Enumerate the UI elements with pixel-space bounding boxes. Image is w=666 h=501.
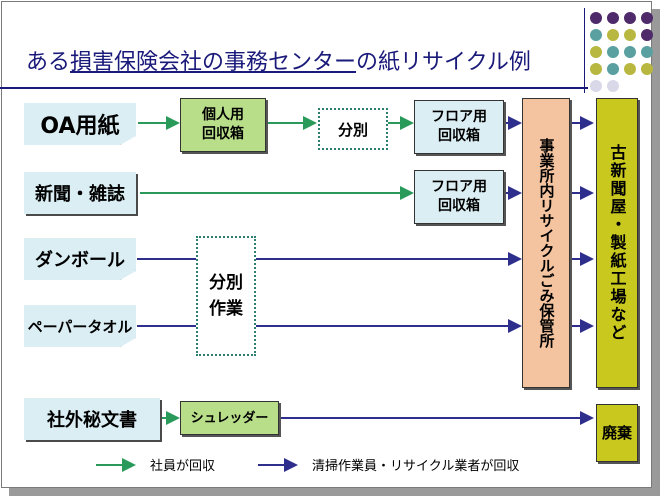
- decor-dot: [590, 29, 602, 41]
- source-cardboard: ダンボール: [24, 238, 136, 280]
- title-underlined: 損害保険会社の事務センター: [70, 50, 357, 75]
- decor-dot: [641, 12, 653, 24]
- decor-dot: [641, 46, 653, 58]
- decor-dot: [607, 12, 619, 24]
- title-suffix: の紙リサイクル例: [356, 50, 531, 75]
- disposal-box: 廃棄: [596, 404, 638, 462]
- decor-dot: [641, 63, 653, 75]
- decor-dot: [624, 12, 636, 24]
- recycling-storage: 事業所内リサイクルごみ保管所: [522, 98, 570, 388]
- decor-dot: [641, 29, 653, 41]
- page-title: ある損害保険会社の事務センターの紙リサイクル例: [26, 44, 531, 76]
- decor-dot: [607, 46, 619, 58]
- source-newspaper: 新聞・雑誌: [24, 172, 136, 214]
- decor-dot: [590, 63, 602, 75]
- decor-dot: [624, 29, 636, 41]
- title-rule: [0, 87, 588, 89]
- source-paper-towel: ペーパータオル: [24, 305, 136, 347]
- decor-dot: [590, 80, 602, 92]
- decor-dot: [624, 46, 636, 58]
- floor-bin-2: フロア用 回収箱: [414, 170, 504, 224]
- decor-dot: [590, 46, 602, 58]
- title-prefix: ある: [26, 50, 71, 75]
- legend-employee-label: 社員が回収: [150, 459, 216, 474]
- decor-dot: [607, 80, 619, 92]
- divider-vertical: [584, 8, 585, 93]
- sorting-box: 分別: [318, 108, 388, 150]
- decor-dot: [624, 63, 636, 75]
- shredder-box: シュレッダー: [180, 401, 279, 435]
- sorting-work-box: 分別 作業: [196, 236, 256, 356]
- source-oa-paper: OA用紙: [24, 103, 136, 145]
- decor-dot: [607, 63, 619, 75]
- decor-dot: [590, 12, 602, 24]
- destination-box: 古新聞屋・製紙工場など: [596, 98, 638, 388]
- source-confidential: 社外秘文書: [24, 398, 160, 440]
- floor-bin-1: フロア用 回収箱: [414, 100, 504, 154]
- personal-bin: 個人用 回収箱: [180, 98, 266, 152]
- legend-cleaner-label: 清掃作業員・リサイクル業者が回収: [312, 459, 520, 474]
- decor-dot: [607, 29, 619, 41]
